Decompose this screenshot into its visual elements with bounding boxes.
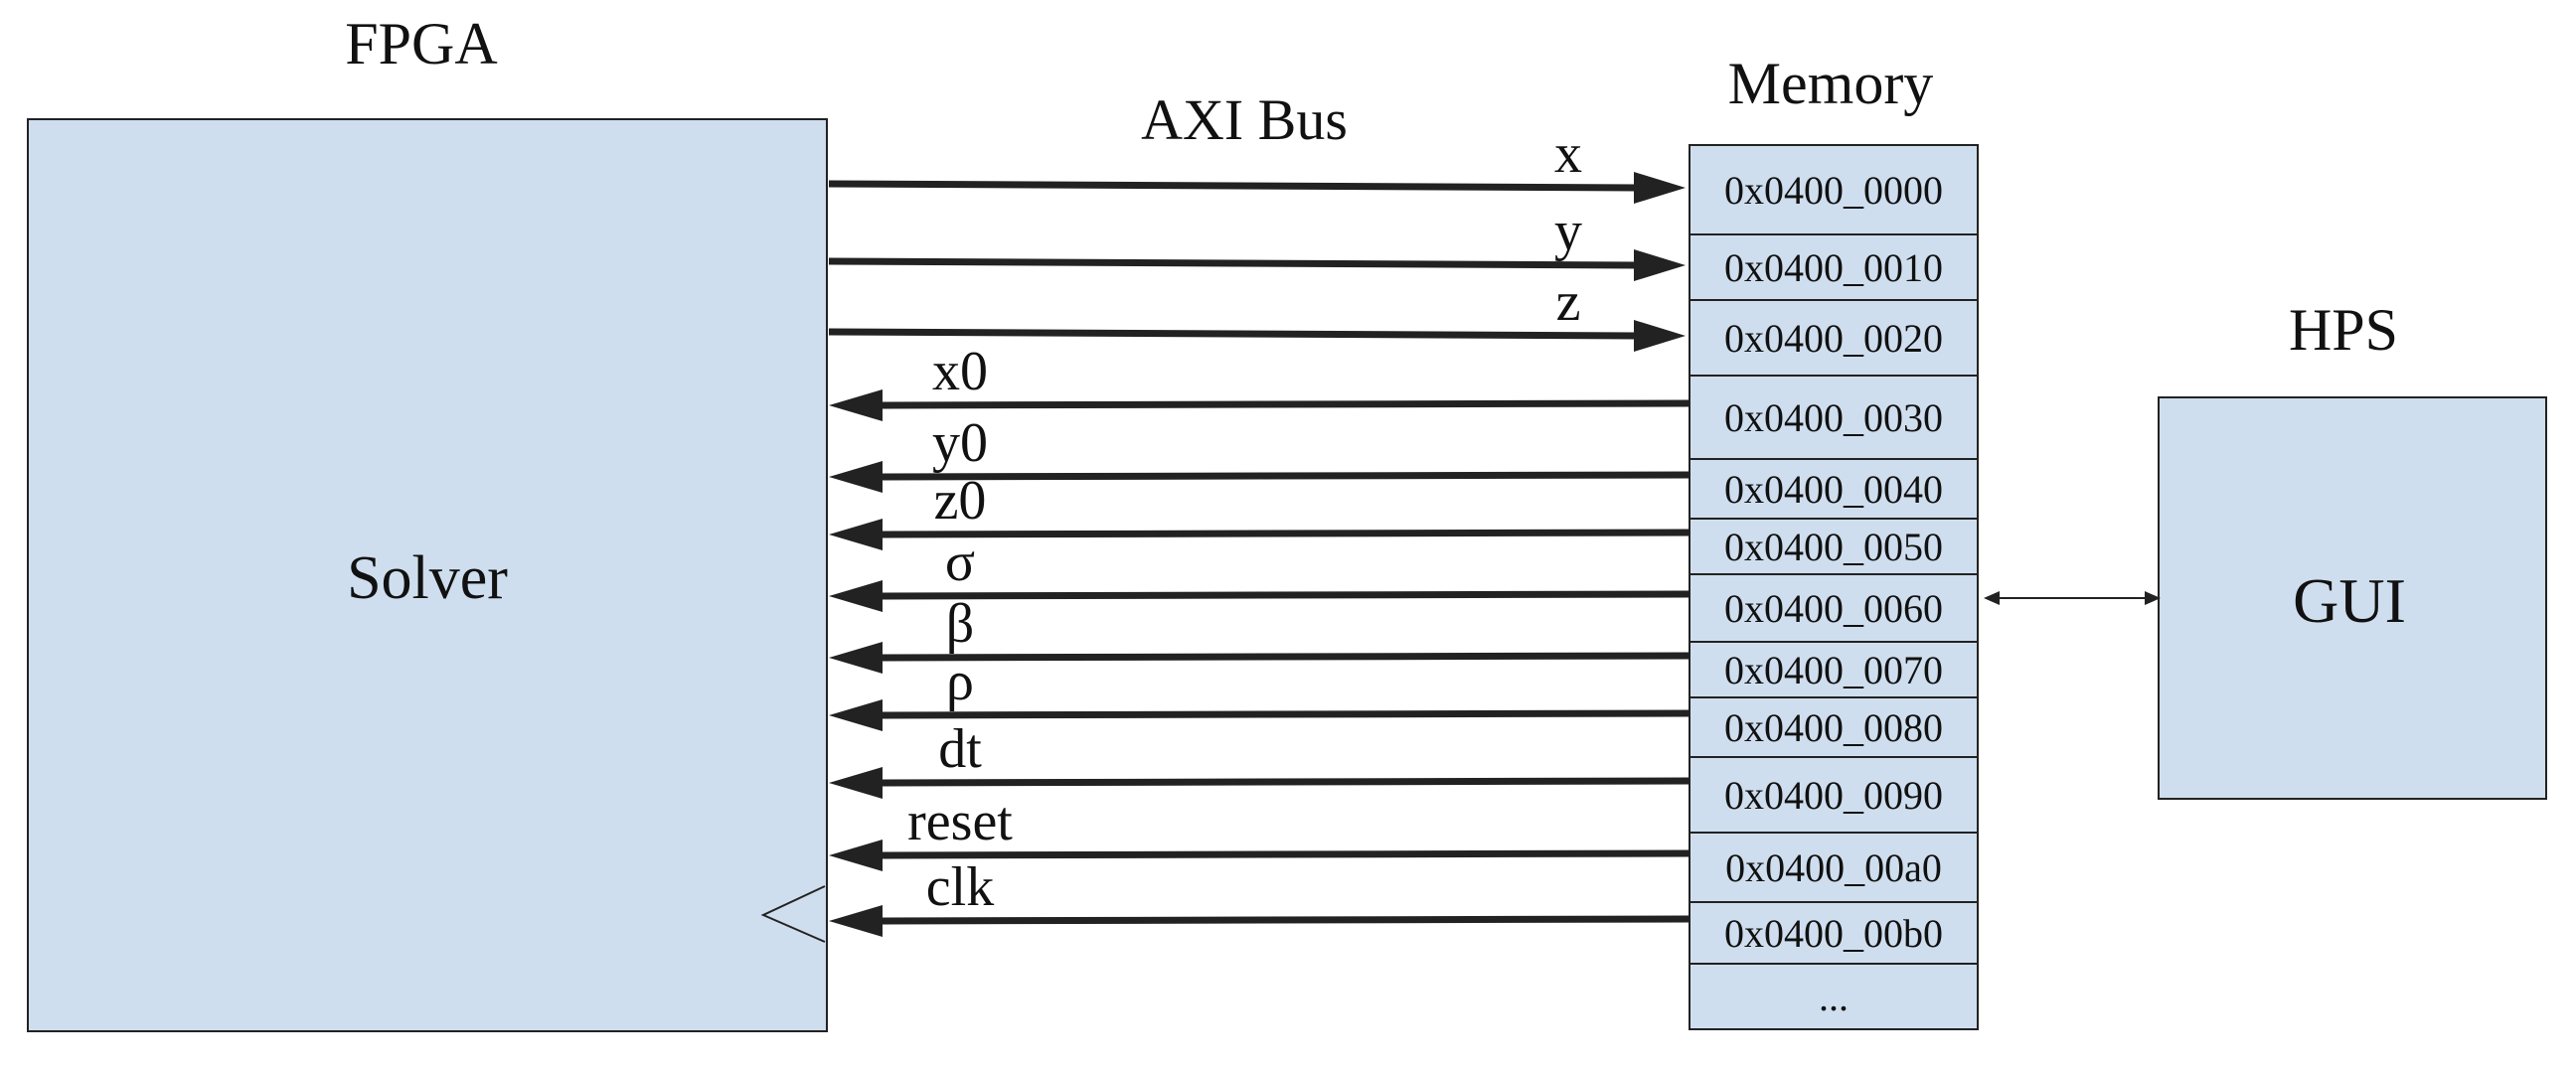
- signal-arrowhead: [829, 905, 883, 937]
- signal-arrow-line: [878, 849, 1690, 859]
- signal-label: dt: [938, 718, 982, 780]
- memory-cell: [1689, 518, 1979, 575]
- signal-label: y: [1554, 201, 1582, 262]
- signal-arrow-line: [878, 777, 1690, 787]
- signal-label: y0: [932, 412, 988, 474]
- signal-arrowhead: [829, 519, 883, 550]
- memory-cell-address: 0x0400_00a0: [1725, 845, 1942, 890]
- memory-cell-address: 0x0400_0010: [1724, 245, 1943, 290]
- memory-cell: [1689, 641, 1979, 698]
- signal-label: z: [1556, 271, 1581, 333]
- signal-label: reset: [907, 791, 1013, 852]
- memory-cell: [1689, 144, 1979, 235]
- signal-label: z0: [934, 470, 987, 532]
- memory-cell-address: 0x0400_0020: [1724, 316, 1943, 361]
- signal-label: clk: [926, 856, 994, 918]
- signal-arrowhead: [829, 699, 883, 731]
- hps-gui-block: [2158, 396, 2547, 800]
- signal-label: β: [946, 593, 975, 655]
- memory-cell: [1689, 963, 1979, 1030]
- signal-arrow-line: [878, 709, 1690, 719]
- memory-cell: [1689, 756, 1979, 834]
- signal-arrowhead: [1634, 249, 1686, 281]
- memory-cell-address: 0x0400_0050: [1724, 525, 1943, 569]
- axi-bus-label: AXI Bus: [1141, 87, 1348, 152]
- memory-cell-address: 0x0400_0000: [1724, 168, 1943, 213]
- signal-arrow-line: [828, 328, 1641, 340]
- signal-arrow-line: [878, 471, 1690, 481]
- signal-arrowhead: [829, 580, 883, 612]
- signal-arrow-line: [878, 529, 1690, 538]
- signal-arrow-line: [878, 590, 1690, 600]
- memory-cell-address: 0x0400_0030: [1724, 395, 1943, 440]
- memory-cells: 0x0400_0000 0x0400_0010 0x0400_0020 0x0400_…: [1689, 144, 1979, 1030]
- fpga-solver-block: [27, 118, 828, 1032]
- signal-arrowhead: [829, 642, 883, 674]
- signal-arrowhead: [829, 389, 883, 421]
- signal-arrowhead: [1634, 320, 1686, 352]
- signal-arrow-line: [828, 257, 1641, 269]
- signal-arrowhead: [1634, 172, 1686, 204]
- memory-cell-address: 0x0400_0070: [1724, 648, 1943, 692]
- memory-cell-address: 0x0400_0080: [1724, 705, 1943, 750]
- clock-input-symbol: [760, 885, 826, 943]
- memory-cell-address: ...: [1819, 975, 1849, 1019]
- signal-label: σ: [945, 532, 975, 593]
- signal-label: x0: [932, 341, 988, 402]
- memory-title: Memory: [1728, 51, 1934, 116]
- hps-title: HPS: [2289, 297, 2398, 363]
- signal-arrow-line: [828, 180, 1641, 192]
- memory-cell-address: 0x0400_0090: [1724, 773, 1943, 818]
- memory-cell: [1689, 299, 1979, 377]
- memory-cell-address: 0x0400_0060: [1724, 586, 1943, 631]
- signal-arrowhead: [829, 767, 883, 799]
- solver-label: Solver: [347, 544, 508, 612]
- gui-label: GUI: [2293, 565, 2406, 636]
- signal-arrow-line: [878, 399, 1690, 409]
- signal-arrowhead: [829, 840, 883, 871]
- signal-label: x: [1554, 123, 1582, 185]
- memory-cell: [1689, 375, 1979, 460]
- memory-cell: [1689, 573, 1979, 643]
- memory-cell: [1689, 458, 1979, 520]
- signal-arrow-line: [878, 915, 1690, 925]
- memory-cell: [1689, 832, 1979, 903]
- signal-arrow-line: [878, 652, 1690, 662]
- fpga-title: FPGA: [345, 11, 497, 76]
- hps-memory-link-arrowhead-left: [1984, 591, 2000, 605]
- memory-cell: [1689, 901, 1979, 965]
- memory-cell-address: 0x0400_0040: [1724, 467, 1943, 512]
- hps-memory-link-arrowhead-right: [2145, 591, 2161, 605]
- signal-arrowhead: [829, 461, 883, 493]
- signal-label: ρ: [946, 651, 974, 712]
- memory-cell-address: 0x0400_00b0: [1724, 911, 1943, 956]
- memory-cell: [1689, 696, 1979, 758]
